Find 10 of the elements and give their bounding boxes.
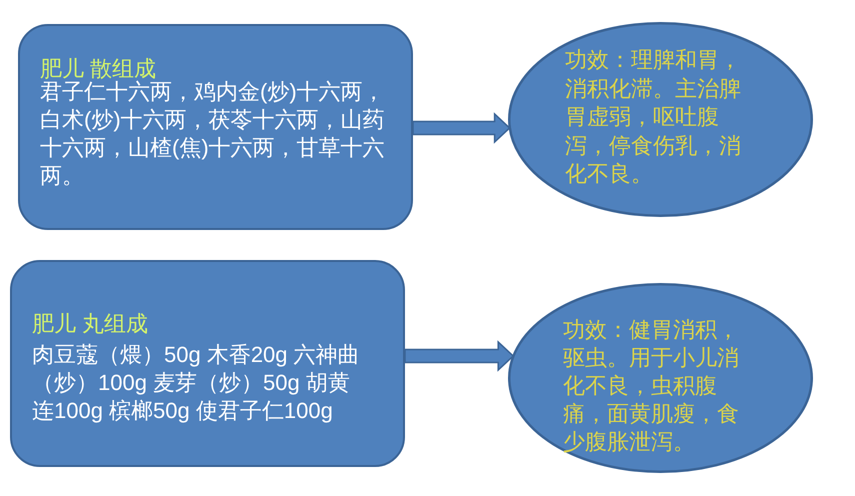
ingredient-list: 肉豆蔻（煨）50g 木香20g 六神曲（炒）100g 麦芽（炒）50g 胡黄连100g 槟榔50g 使君子仁100g	[32, 341, 370, 425]
effect-text: 功效：健胃消积，驱虫。用于小儿消化不良，虫积腹痛，面黄肌瘦，食少腹胀泄泻。	[563, 316, 740, 456]
effect-text: 功效：理脾和胃，消积化滞。主治脾胃虚弱，呕吐腹泻，停食伤乳，消化不良。	[565, 46, 742, 188]
heading: 肥儿 丸组成	[32, 313, 148, 335]
ingredient-list: 君子仁十六两，鸡内金(炒)十六两，白术(炒)十六两，茯苓十六两，山药十六两，山楂(焦)十六两，甘草十六两。	[40, 78, 392, 190]
heading: 肥儿 散组成	[40, 58, 156, 80]
recipe-box	[10, 260, 405, 467]
block-arrow	[412, 112, 511, 144]
recipe-box	[18, 24, 413, 230]
block-arrow	[404, 340, 514, 372]
